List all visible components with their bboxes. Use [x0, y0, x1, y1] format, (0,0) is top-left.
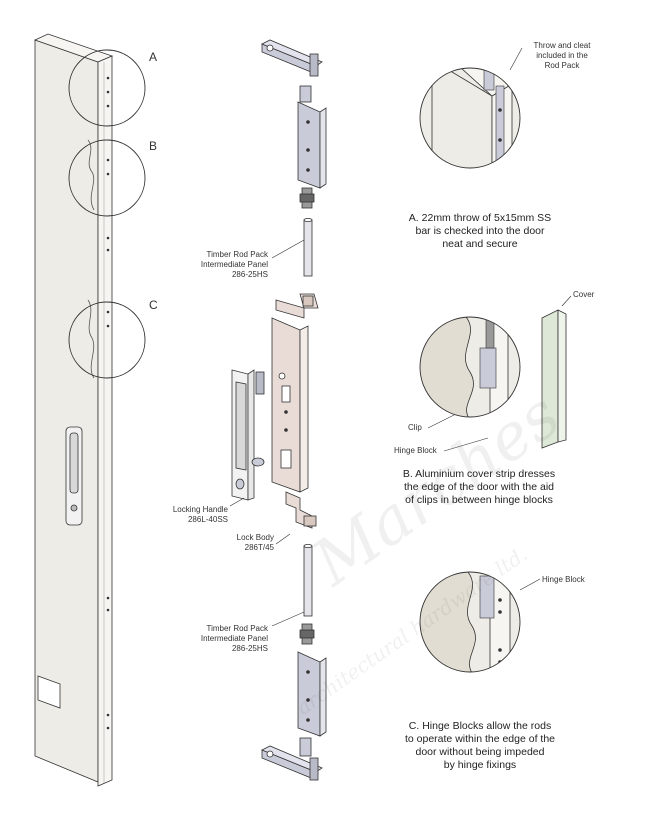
bottom-pivot [261, 745, 323, 781]
cover-label: Cover [573, 290, 595, 299]
detail-letter-b: B [149, 139, 158, 153]
lock-body [271, 299, 317, 529]
rod-pack-bottom-label: Timber Rod Pack Intermediate Panel 286-2… [200, 624, 268, 653]
hinge-block-b-label: Hinge Block [394, 446, 437, 455]
throw-cleat-label: Throw and cleat included in the Rod Pack [533, 41, 591, 70]
top-rod-assembly [297, 85, 327, 277]
door-hinge-recesses [87, 139, 95, 379]
rod-pack-top-label: Timber Rod Pack Intermediate Panel 286-2… [200, 250, 268, 279]
caption-a: A. 22mm throw of 5x15mm SS bar is checke… [408, 212, 552, 250]
detail-a [419, 67, 521, 169]
caption-c: C. Hinge Blocks allow the rods to operat… [404, 720, 556, 771]
door-edge-screws [106, 76, 110, 730]
leader-lines [229, 47, 572, 627]
door-handle [65, 426, 83, 526]
hinge-block-c-label: Hinge Block [542, 575, 585, 584]
detail-circles [68, 49, 146, 379]
lock-body-label: Lock Body 286T/45 [236, 533, 274, 552]
detail-c [419, 571, 521, 673]
door [33, 33, 114, 787]
caption-b: B. Aluminium cover strip dresses the edg… [402, 468, 556, 506]
top-pivot [261, 39, 323, 77]
detail-b [419, 316, 521, 418]
detail-letter-c: C [149, 298, 158, 312]
clip-label: Clip [408, 423, 422, 432]
upper-connector [299, 293, 319, 309]
cover-strip [541, 309, 567, 449]
detail-letter-a: A [149, 50, 158, 64]
locking-handle [231, 369, 265, 501]
bottom-rod-assembly [297, 544, 327, 757]
locking-handle-label: Locking Handle 286L-40SS [172, 505, 228, 524]
